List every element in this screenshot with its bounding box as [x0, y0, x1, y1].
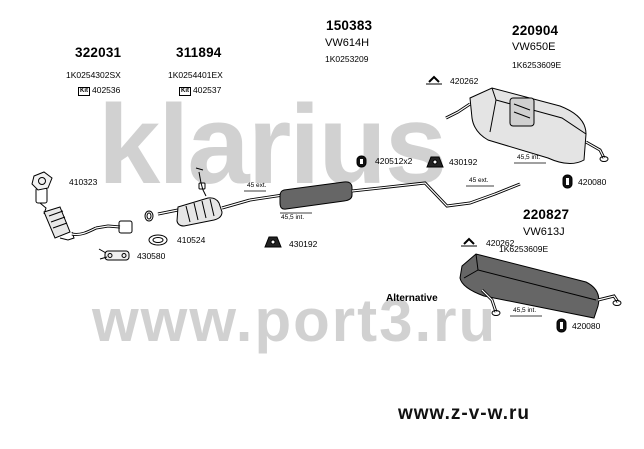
part-220827-code: VW613J [523, 226, 565, 238]
fitting-430580-label: 430580 [137, 251, 166, 261]
fitting-430192-a-label: 430192 [289, 239, 318, 249]
fitting-420262-a-label: 420262 [450, 76, 479, 86]
part-150383-number: 150383 [326, 18, 373, 33]
fitting-420080-a-label: 420080 [578, 177, 607, 187]
fitting-420262-b-label: 420262 [486, 238, 515, 248]
alternative-label: Alternative [386, 293, 438, 304]
gasket-410323-drawing [31, 171, 53, 191]
fitting-420080-b-label: 420080 [572, 321, 601, 331]
part-220827-oem: 1K6253609E [499, 244, 549, 254]
dimension-label: 45,5 int. [517, 154, 541, 161]
part-150383-code: VW614H [325, 37, 370, 49]
middle-silencer-150383-drawing [249, 181, 521, 210]
part-150383-oem: 1K0253209 [325, 54, 369, 64]
dimension-label: 45,5 int. [513, 307, 537, 314]
kit-number-402537: 402537 [193, 85, 222, 95]
part-322031-oem: 1K0254302SX [66, 70, 121, 80]
footer-site-text: www.z-v-w.ru [398, 403, 530, 424]
kit-badge: Kit [78, 87, 90, 96]
kit-badge: Kit [179, 87, 191, 96]
rear-silencer-220827-drawing [459, 253, 622, 319]
fitting-410524-label: 410524 [177, 235, 206, 245]
fitting-410323-label: 410323 [69, 177, 98, 187]
rear-silencer-220904-drawing [445, 87, 609, 164]
front-pipe-drawing [35, 187, 133, 241]
part-220904-code: VW650E [512, 41, 556, 53]
clamp-430580-drawing [98, 248, 130, 261]
mount-430192-a-drawing [264, 236, 282, 248]
hanger-420262-b-drawing [461, 237, 477, 247]
dimension-guides [244, 162, 546, 317]
part-311894-number: 311894 [176, 45, 222, 60]
part-322031-number: 322031 [75, 45, 122, 60]
catalyst-311894-drawing [157, 167, 251, 227]
kit-number-402536: 402536 [92, 85, 121, 95]
ring-small-drawing [144, 210, 154, 222]
dimension-label: 45 ext. [469, 177, 489, 184]
mount-420080-a-drawing [562, 174, 573, 189]
hanger-420262-a-drawing [426, 75, 442, 85]
mount-420512-drawing [356, 155, 367, 168]
fitting-430192-b-label: 430192 [449, 157, 478, 167]
fitting-420512-label: 420512x2 [375, 156, 413, 166]
mount-420080-b-drawing [556, 318, 567, 333]
part-220904-number: 220904 [512, 23, 559, 38]
dimension-label: 45,5 int. [281, 214, 305, 221]
mount-430192-b-drawing [426, 156, 444, 168]
ring-410524-drawing [148, 234, 168, 246]
part-311894-oem: 1K0254401EX [168, 70, 223, 80]
part-220827-number: 220827 [523, 207, 570, 222]
part-220904-oem: 1K6253609E [512, 60, 562, 70]
dimension-label: 45 ext. [247, 182, 267, 189]
